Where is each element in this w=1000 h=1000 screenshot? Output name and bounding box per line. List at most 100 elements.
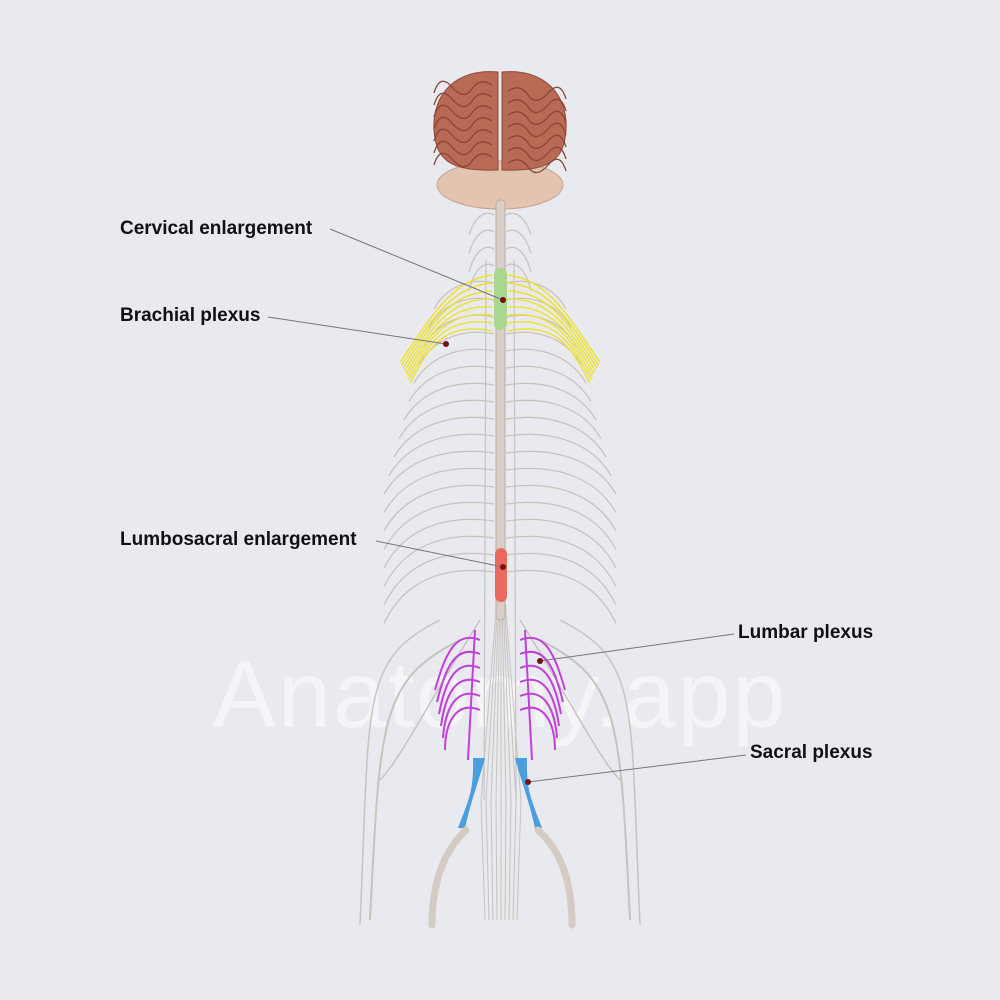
spinal-nerve — [505, 365, 592, 402]
lumbar-plexus-branch — [519, 637, 566, 691]
cauda-equina-fiber — [502, 599, 512, 921]
leader-lines — [267, 228, 747, 783]
gyrus — [433, 80, 493, 96]
sacral-plexus-fiber — [524, 757, 542, 829]
gyrus — [507, 146, 567, 162]
lumbar-plexus-branch — [442, 692, 481, 739]
spinal-nerve — [468, 212, 495, 236]
plexuses — [399, 274, 601, 829]
brachial-plexus-fiber — [399, 274, 493, 363]
spinal-nerve — [505, 467, 617, 513]
femoral-cutaneous-nerve — [539, 639, 631, 921]
gyrus — [433, 128, 493, 144]
cauda-equina-fiber — [485, 599, 499, 921]
spinal-nerve — [505, 382, 597, 421]
cervical-marker — [500, 297, 506, 303]
markers — [443, 297, 543, 785]
spinal-nerve — [505, 433, 612, 476]
gyrus — [433, 140, 493, 156]
spinal-nerve — [403, 382, 495, 421]
nerve — [379, 619, 481, 781]
spinal-nerve — [505, 348, 587, 384]
spinal-nerve — [383, 450, 495, 495]
gyrus — [507, 98, 567, 114]
spinal-nerve — [505, 212, 532, 236]
spinal-nerve — [393, 416, 495, 458]
nerve-trunk — [483, 259, 487, 801]
spinal-nerve — [505, 280, 567, 310]
spinal-nerve — [388, 433, 495, 476]
spinal-nerve — [505, 399, 602, 439]
spinal-nerve — [383, 569, 495, 624]
gyrus — [507, 110, 567, 126]
brachial-plexus-fiber — [507, 282, 600, 366]
lumbosacral-enlargement — [495, 548, 507, 602]
gyrus — [433, 104, 493, 120]
lumbar-plexus-branch — [519, 692, 558, 739]
spinal-nerve — [505, 501, 617, 550]
brachial-marker — [443, 341, 449, 347]
lumbosacral-leader — [375, 540, 504, 568]
brachial-plexus-fiber — [507, 290, 598, 369]
spinal-nerve — [505, 229, 532, 254]
brain — [433, 71, 567, 210]
brachial-plexus-fiber — [409, 328, 493, 384]
gyrus — [433, 116, 493, 132]
brachial-plexus-fiber — [400, 282, 493, 366]
right-cerebral-hemisphere — [501, 71, 567, 171]
brachial-plexus-fiber — [406, 313, 493, 378]
spinal-nerve — [383, 552, 495, 606]
spinal-nerve — [408, 365, 495, 402]
label-brachial-plexus: Brachial plexus — [120, 305, 261, 326]
brachial-plexus-fiber — [408, 321, 493, 381]
spinal-nerve — [383, 484, 495, 532]
label-cervical-enlargement: Cervical enlargement — [120, 218, 313, 239]
cervical-leader — [329, 228, 504, 301]
spinal-nerve — [383, 501, 495, 550]
spinal-nerves — [359, 212, 641, 926]
cauda-equina-fiber — [503, 599, 517, 921]
gyrus — [507, 158, 567, 174]
label-sacral-plexus: Sacral plexus — [750, 742, 873, 763]
lumbar-plexus-branch — [519, 706, 556, 751]
lumbosacral-marker — [500, 564, 506, 570]
spinal-nerve — [468, 229, 495, 254]
spinal-nerve — [433, 280, 495, 310]
lumbar-marker — [537, 658, 543, 664]
brachial-plexus-fiber — [403, 298, 493, 372]
gyrus — [433, 152, 493, 168]
gyrus — [433, 92, 493, 108]
gyrus — [507, 134, 567, 150]
spinal-nerve — [505, 331, 582, 365]
brachial-leader — [267, 316, 447, 345]
brachial-plexus-fiber — [402, 290, 493, 369]
label-lumbar-plexus: Lumbar plexus — [738, 622, 874, 643]
spinal-nerve — [505, 246, 532, 273]
lumbar-plexus-branch — [524, 629, 533, 761]
brachial-plexus-fiber — [507, 328, 591, 384]
brachial-plexus-fiber — [507, 298, 597, 372]
spinal-nerve — [505, 416, 607, 458]
cauda-equina-fiber — [504, 599, 522, 921]
spinal-nerve — [505, 569, 617, 624]
spinal-nerve — [383, 518, 495, 569]
nerve — [559, 619, 641, 926]
spinal-nerve — [505, 552, 617, 606]
spinal-nerve — [383, 467, 495, 513]
spinal-nerve — [505, 535, 617, 587]
brachial-plexus-fiber — [405, 306, 493, 375]
sacral-leader — [527, 754, 747, 783]
spinal-nerve — [505, 484, 617, 532]
sacral-marker — [525, 779, 531, 785]
spinal-nerve — [383, 535, 495, 587]
cauda-equina-fiber — [480, 599, 498, 921]
lumbar-leader — [539, 633, 735, 662]
gyrus — [507, 86, 567, 102]
spinal-nerve — [418, 331, 495, 365]
spinal-nerve — [505, 518, 617, 569]
sacral-plexus-fiber — [458, 757, 476, 829]
nerve-trunk — [513, 259, 517, 801]
cauda-equina-fiber — [495, 599, 501, 921]
sciatic-nerves — [428, 826, 576, 929]
